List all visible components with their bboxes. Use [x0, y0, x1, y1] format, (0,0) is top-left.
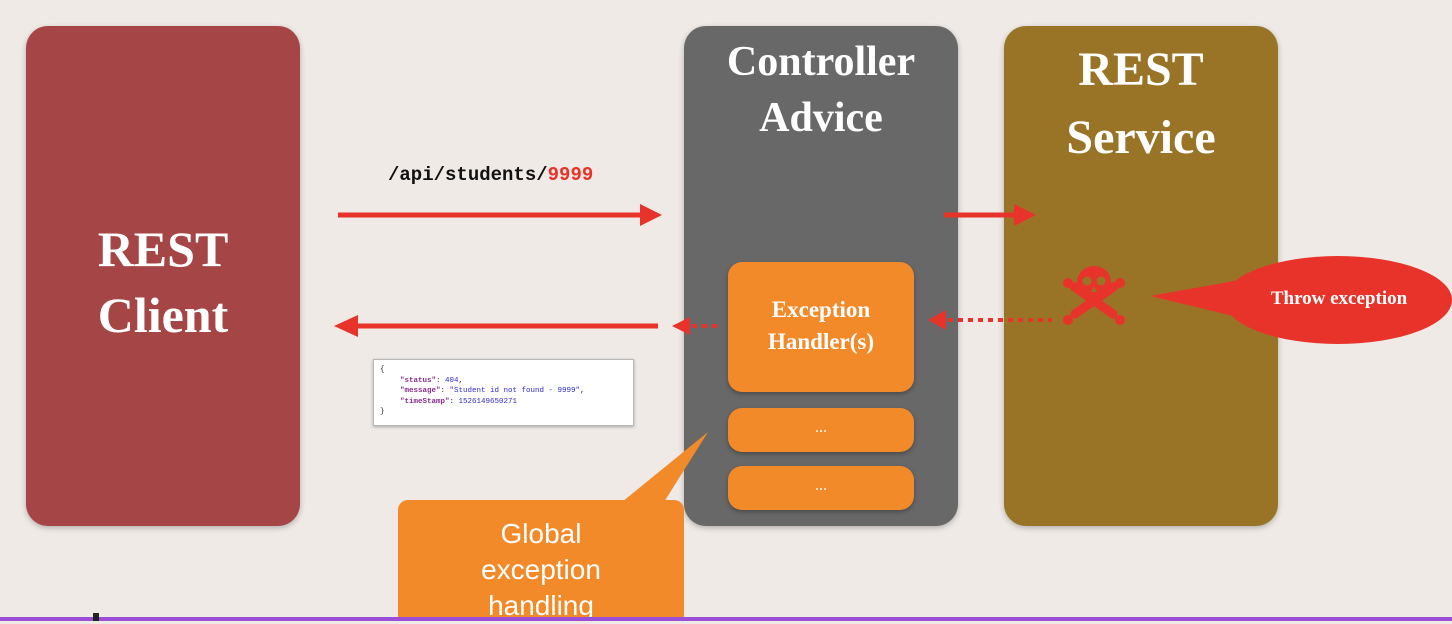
json-timestamp-line: "timeStamp": 1526149650271	[400, 397, 518, 406]
global-exception-callout-shape	[398, 432, 708, 621]
rest-service-box: REST Service	[1004, 26, 1278, 526]
rest-client-title: REST Client	[97, 221, 229, 343]
controller-advice-title: Controller Advice	[726, 39, 916, 141]
response-arrow	[334, 315, 658, 337]
additional-handler-label: ...	[815, 477, 827, 494]
exception-handler-box: Exception Handler(s)	[728, 262, 914, 392]
json-status-line: "status": 404,	[400, 376, 464, 385]
handler-return-arrow	[672, 317, 722, 335]
exception-arrow	[928, 310, 1052, 330]
forward-arrow	[944, 204, 1036, 226]
json-response-box: { "status": 404, "message": "Student id …	[373, 359, 634, 426]
throw-exception-callout	[1150, 256, 1452, 344]
json-message-line: "message": "Student id not found - 9999"…	[400, 387, 585, 395]
additional-handler-label: ...	[815, 419, 827, 436]
rest-service-title: REST Service	[1066, 43, 1216, 164]
global-exception-label: Global exception handling	[481, 518, 601, 621]
additional-handler-box: ...	[728, 466, 914, 510]
json-open-brace: {	[380, 366, 385, 374]
request-id: 9999	[547, 164, 594, 186]
bottom-border	[0, 617, 1452, 621]
json-timestamp-key: "timeStamp"	[400, 397, 450, 406]
throw-exception-label: Throw exception	[1270, 288, 1408, 309]
json-status-value: 404	[445, 376, 459, 385]
text-cursor	[93, 613, 99, 621]
exception-handler-label: Exception Handler(s)	[767, 297, 875, 354]
request-arrow	[338, 204, 662, 226]
json-status-key: "status"	[400, 376, 437, 385]
skull-crossbones-icon	[1063, 266, 1125, 325]
request-url-label: /api/students/9999	[388, 164, 593, 186]
json-timestamp-value: 1526149650271	[458, 397, 518, 406]
request-path: /api/students/	[388, 164, 548, 186]
json-message-value: "Student id not found - 9999"	[449, 387, 581, 395]
additional-handler-box: ...	[728, 408, 914, 452]
json-message-key: "message"	[400, 387, 441, 395]
json-close-brace: }	[380, 408, 385, 416]
rest-client-box: REST Client	[26, 26, 300, 526]
controller-advice-box: Controller Advice Exception Handler(s) .…	[684, 26, 958, 526]
